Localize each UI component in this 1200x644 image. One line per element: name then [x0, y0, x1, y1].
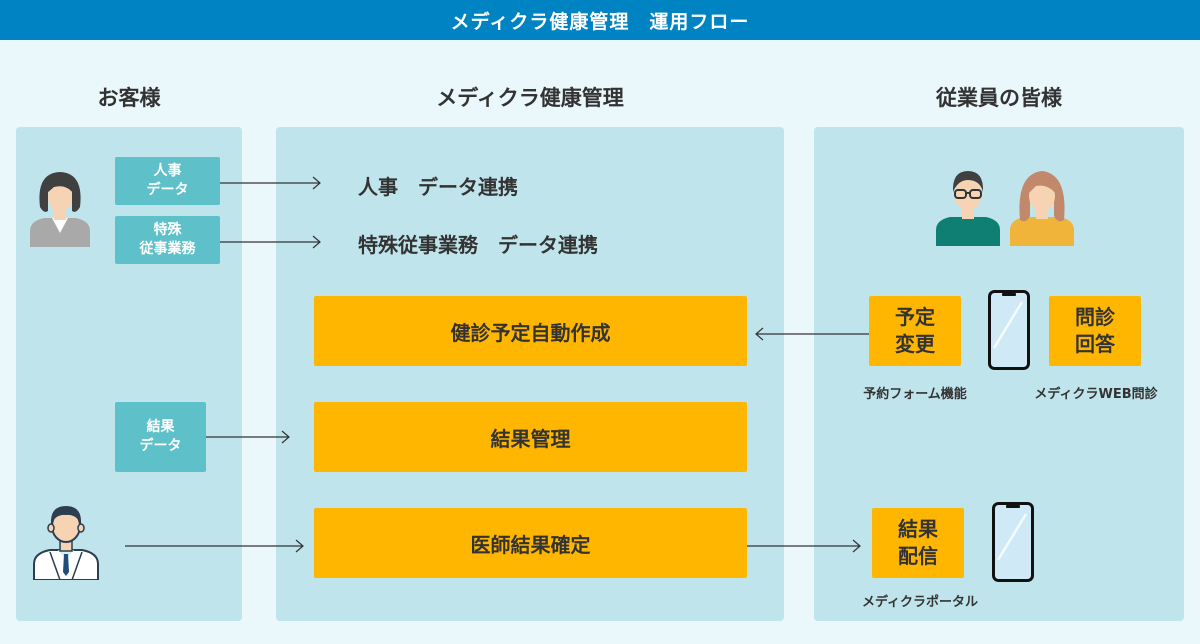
- result-management-label: 結果管理: [490, 426, 571, 451]
- questionnaire-answer-box: 問診回答: [1049, 296, 1141, 366]
- auto-schedule-box: 健診予定自動作成: [314, 296, 747, 366]
- page-header: メディクラ健康管理 運用フロー: [0, 0, 1200, 40]
- schedule-change-line1: 予定: [895, 305, 935, 329]
- woman-avatar-icon: [30, 172, 90, 247]
- page-title: メディクラ健康管理 運用フロー: [450, 10, 750, 33]
- auto-schedule-label: 健診予定自動作成: [450, 320, 611, 345]
- man-glasses-avatar-icon: [936, 171, 1000, 246]
- result-data-line2: データ: [139, 438, 182, 454]
- special-work-link-label: 特殊従事業務 データ連携: [358, 233, 598, 257]
- result-delivery-line1: 結果: [898, 517, 938, 541]
- column-title-service: メディクラ健康管理: [436, 86, 624, 110]
- schedule-change-line2: 変更: [895, 332, 935, 356]
- reservation-form-caption: 予約フォーム機能: [863, 387, 967, 402]
- questionnaire-line1: 問診: [1075, 305, 1115, 329]
- portal-caption: メディクラポータル: [861, 595, 979, 610]
- hr-data-box: 人事データ: [115, 157, 220, 205]
- doctor-confirm-box: 医師結果確定: [314, 508, 747, 578]
- result-management-box: 結果管理: [314, 402, 747, 472]
- web-questionnaire-caption: メディクラWEB問診: [1034, 387, 1158, 402]
- questionnaire-line2: 回答: [1075, 332, 1115, 356]
- column-title-customer: お客様: [97, 86, 161, 110]
- result-delivery-box: 結果配信: [872, 508, 964, 578]
- column-title-employees: 従業員の皆様: [936, 86, 1062, 110]
- special-work-data-box: 特殊従事業務: [115, 216, 220, 264]
- smartphone-icon: [988, 290, 1030, 370]
- doctor-confirm-label: 医師結果確定: [470, 532, 591, 557]
- doctor-avatar-icon: [33, 506, 99, 580]
- special-data-line2: 従事業務: [139, 241, 196, 257]
- result-delivery-line2: 配信: [898, 544, 938, 568]
- hr-data-line2: データ: [146, 182, 189, 198]
- result-data-line1: 結果: [146, 419, 175, 435]
- special-data-line1: 特殊: [153, 222, 182, 238]
- result-data-box: 結果データ: [115, 402, 206, 472]
- woman-avatar-icon: [1010, 171, 1074, 246]
- hr-data-line1: 人事: [153, 163, 182, 179]
- smartphone-icon: [992, 502, 1034, 582]
- schedule-change-box: 予定変更: [869, 296, 961, 366]
- hr-data-link-label: 人事 データ連携: [358, 175, 518, 199]
